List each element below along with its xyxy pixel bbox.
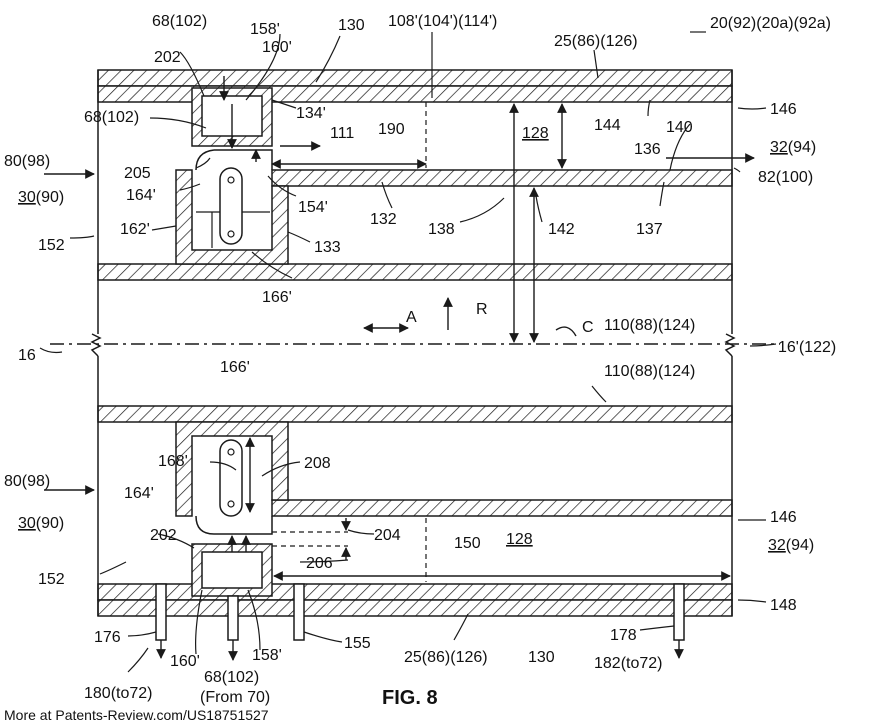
figure-caption: FIG. 8 bbox=[382, 687, 438, 709]
label-152-bot: 152 bbox=[38, 571, 65, 588]
label-155: 155 bbox=[344, 635, 371, 652]
label-32-94-bot-group: 32(94) bbox=[768, 537, 814, 554]
label-130-top: 130 bbox=[338, 17, 365, 34]
label-30-bot: 30 bbox=[18, 515, 36, 532]
shaft-wall-bottom bbox=[97, 405, 733, 423]
label-178: 178 bbox=[610, 627, 637, 644]
label-128-top: 128 bbox=[522, 125, 549, 142]
label-146-top: 146 bbox=[770, 101, 797, 118]
label-205: 205 bbox=[124, 165, 151, 182]
label-80-98-bot: 80(98) bbox=[4, 473, 50, 490]
label-166p-top: 166' bbox=[262, 289, 292, 306]
label-206: 206 bbox=[306, 555, 333, 572]
label-154p: 154' bbox=[298, 199, 328, 216]
label-30-90-top-group: 30(90) bbox=[18, 189, 64, 206]
label-146-bot: 146 bbox=[770, 509, 797, 526]
label-68-102-top: 68(102) bbox=[152, 13, 207, 30]
label-110-bot: 110(88)(124) bbox=[604, 363, 695, 380]
label-111: 111 bbox=[330, 125, 354, 142]
label-208: 208 bbox=[304, 455, 331, 472]
label-132: 132 bbox=[370, 211, 397, 228]
label-133: 133 bbox=[314, 239, 341, 256]
label-25-bot: 25(86)(126) bbox=[404, 649, 488, 666]
label-134p: 134' bbox=[296, 105, 326, 122]
label-136: 136 bbox=[634, 141, 661, 158]
label-16p: 16'(122) bbox=[778, 339, 836, 356]
label-152-top: 152 bbox=[38, 237, 65, 254]
shaft-wall-top bbox=[97, 263, 733, 281]
label-158p-top: 158' bbox=[250, 21, 280, 38]
footer-credit: More at Patents-Review.com/US18751527 bbox=[4, 707, 269, 723]
label-R: R bbox=[476, 301, 488, 318]
label-164p-bot: 164' bbox=[124, 485, 154, 502]
label-148: 148 bbox=[770, 597, 797, 614]
label-144: 144 bbox=[594, 117, 621, 134]
label-130-bot: 130 bbox=[528, 649, 555, 666]
label-168p: 168' bbox=[158, 453, 188, 470]
valve-housing-bottom bbox=[175, 421, 289, 535]
label-140: 140 bbox=[666, 119, 693, 136]
label-from70: (From 70) bbox=[200, 689, 270, 706]
label-32-top: 32 bbox=[770, 139, 788, 156]
dashed-lines bbox=[272, 102, 427, 582]
label-110-top: 110(88)(124) bbox=[604, 317, 695, 334]
label-C: C bbox=[582, 319, 594, 336]
label-180: 180(to72) bbox=[84, 685, 153, 702]
label-137: 137 bbox=[636, 221, 663, 238]
inner-duct-top-wall bbox=[271, 169, 733, 187]
label-20: 20(92)(20a)(92a) bbox=[710, 15, 831, 32]
label-90-bot: (90) bbox=[36, 515, 64, 532]
pressure-chamber-bottom bbox=[191, 543, 273, 597]
label-162p: 162' bbox=[120, 221, 150, 238]
leader-lines bbox=[39, 31, 777, 673]
label-32-94-top-group: 32(94) bbox=[770, 139, 816, 156]
valve-housing-top bbox=[175, 149, 289, 265]
label-202-bot: 202 bbox=[150, 527, 177, 544]
label-190: 190 bbox=[378, 121, 405, 138]
label-176: 176 bbox=[94, 629, 121, 646]
label-32-bot: 32 bbox=[768, 537, 786, 554]
label-68-102-bot: 68(102) bbox=[204, 669, 259, 686]
label-150: 150 bbox=[454, 535, 481, 552]
label-142: 142 bbox=[548, 221, 575, 238]
label-30-top: 30 bbox=[18, 189, 36, 206]
label-94-bot: (94) bbox=[786, 537, 814, 554]
label-158p-bot: 158' bbox=[252, 647, 282, 664]
label-30-90-bot-group: 30(90) bbox=[18, 515, 64, 532]
label-160p-top: 160' bbox=[262, 39, 292, 56]
flow-arrows bbox=[44, 76, 755, 661]
label-82-100: 82(100) bbox=[758, 169, 813, 186]
label-160p-bot: 160' bbox=[170, 653, 200, 670]
label-80-98-top: 80(98) bbox=[4, 153, 50, 170]
label-128-bot: 128 bbox=[506, 531, 533, 548]
label-A: A bbox=[406, 309, 417, 326]
dimension-arrows bbox=[245, 103, 731, 581]
label-94-top: (94) bbox=[788, 139, 816, 156]
label-16: 16 bbox=[18, 347, 36, 364]
label-68-102-left: 68(102) bbox=[84, 109, 139, 126]
label-164p-top: 164' bbox=[126, 187, 156, 204]
label-202-top: 202 bbox=[154, 49, 181, 66]
label-25-top: 25(86)(126) bbox=[554, 33, 638, 50]
label-group: 68(102) 158' 160' 130 108'(104')(114') 2… bbox=[4, 13, 836, 706]
label-108p: 108'(104')(114') bbox=[388, 13, 497, 30]
label-90-top: (90) bbox=[36, 189, 64, 206]
label-204: 204 bbox=[374, 527, 401, 544]
label-166p-bot: 166' bbox=[220, 359, 250, 376]
inner-duct-bottom-wall bbox=[271, 499, 733, 517]
label-138: 138 bbox=[428, 221, 455, 238]
label-182: 182(to72) bbox=[594, 655, 663, 672]
